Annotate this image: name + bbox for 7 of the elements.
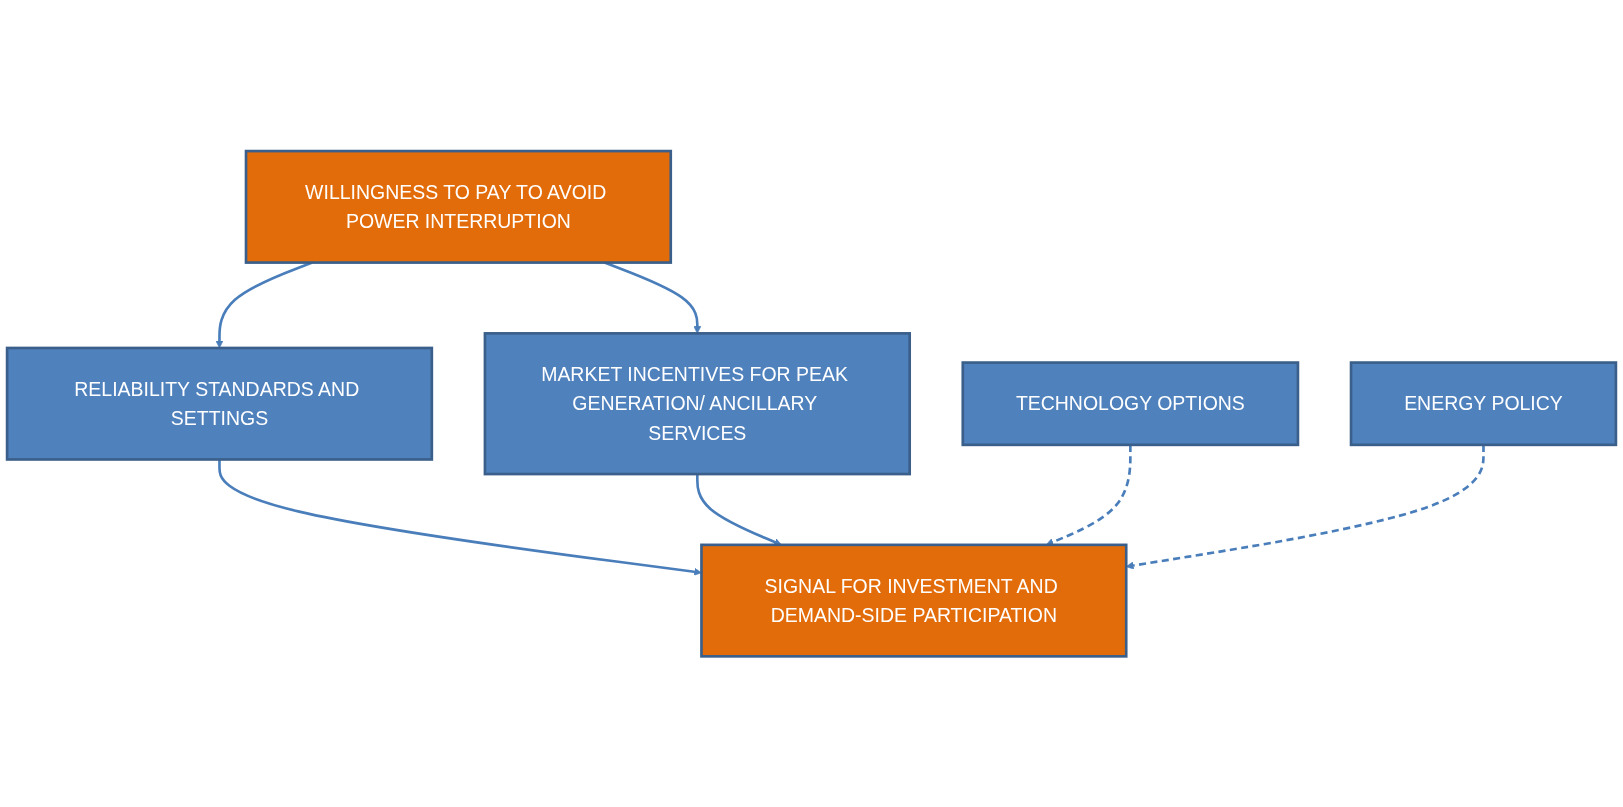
node-box: TECHNOLOGY OPTIONS [961, 361, 1300, 446]
node-box: ENERGY POLICY [1349, 361, 1618, 446]
node-box: MARKET INCENTIVES FOR PEAK GENERATION/ ANCILLARY SERVICES [483, 331, 911, 476]
arrow [218, 459, 702, 576]
node-box: WILLINGNESS TO PAY TO AVOID POWER INTERRUPTION [244, 149, 673, 264]
node-box: SIGNAL FOR INVESTMENT AND DEMAND-SIDE PARTICIPATION [700, 543, 1128, 658]
node-box: RELIABILITY STANDARDS AND SETTINGS [5, 346, 434, 461]
